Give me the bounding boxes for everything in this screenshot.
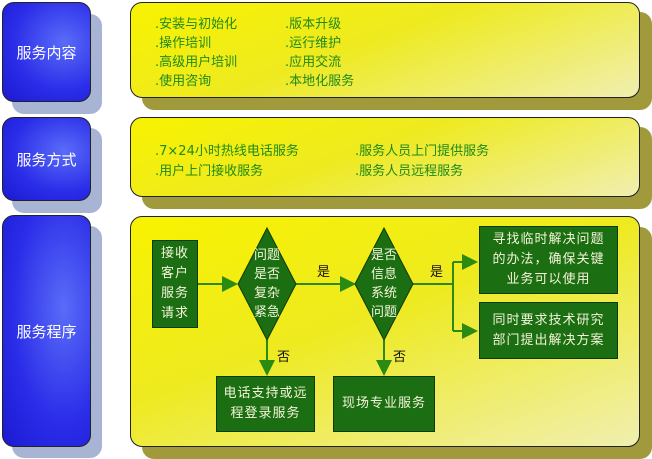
section-label-procedure: 服务程序 xyxy=(2,215,91,447)
list-item: .版本升级 xyxy=(285,17,342,32)
section-label-method: 服务方式 xyxy=(2,117,91,201)
no-label: 否 xyxy=(393,350,407,365)
result-temporary-fix: 寻找临时解决问题的办法，确保关键业务可以使用 xyxy=(479,226,618,294)
list-item: .服务人员上门提供服务 xyxy=(355,144,490,159)
decision-diamond xyxy=(237,226,297,342)
section-title: 服务程序 xyxy=(16,322,77,341)
list-item: .安装与初始化 xyxy=(155,17,238,32)
list-item: .本地化服务 xyxy=(285,74,355,89)
section-title: 服务内容 xyxy=(16,43,77,62)
list-item: .高级用户培训 xyxy=(155,55,238,70)
decision2-text: 是否信息系统问题 xyxy=(370,248,397,320)
decision1-text: 问题是否复杂紧急 xyxy=(253,248,280,320)
box-text: 现场专业服务 xyxy=(341,396,426,411)
list-item: .服务人员远程服务 xyxy=(355,164,464,179)
section-title: 服务方式 xyxy=(16,150,77,169)
yes-label: 是 xyxy=(430,265,444,280)
list-item: .7×24小时热线电话服务 xyxy=(155,144,299,159)
box-text: 电话支持或远程登录服务 xyxy=(223,386,308,421)
section-label-content: 服务内容 xyxy=(2,2,91,102)
list-item: .操作培训 xyxy=(155,36,212,51)
service-method-panel: .7×24小时热线电话服务 .用户上门接收服务 .服务人员上门提供服务 .服务人… xyxy=(130,117,640,197)
result-onsite: 现场专业服务 xyxy=(333,376,435,432)
box-text: 寻找临时解决问题的办法，确保关键业务可以使用 xyxy=(492,232,605,287)
decision-diamond xyxy=(354,226,414,342)
result-phone-remote: 电话支持或远程登录服务 xyxy=(216,376,315,432)
service-content-panel: .安装与初始化 .操作培训 .高级用户培训 .使用咨询 .版本升级 .运行维护 … xyxy=(130,2,640,98)
list-item: .应用交流 xyxy=(285,55,342,70)
list-item: .用户上门接收服务 xyxy=(155,164,264,179)
list-item: .使用咨询 xyxy=(155,74,212,89)
box-text: 同时要求技术研究部门提出解决方案 xyxy=(492,312,605,348)
list-item: .运行维护 xyxy=(285,36,342,51)
start-box: 接收客户服务请求 xyxy=(152,240,198,328)
result-research-solution: 同时要求技术研究部门提出解决方案 xyxy=(479,302,618,359)
yes-label: 是 xyxy=(317,265,331,280)
box-text: 接收客户服务请求 xyxy=(161,246,190,321)
no-label: 否 xyxy=(277,350,291,365)
